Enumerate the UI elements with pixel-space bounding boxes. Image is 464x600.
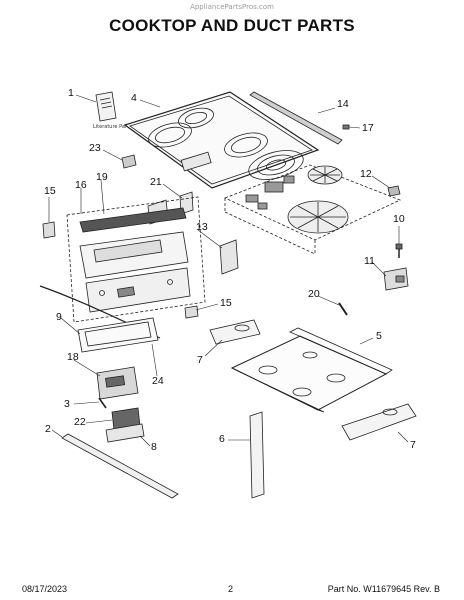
callout-11: 11	[364, 255, 375, 267]
module-18	[96, 366, 139, 400]
control-panel-assembly	[66, 196, 206, 323]
callout-15-right: 15	[220, 297, 232, 309]
footer-part-number: Part No. W11679645 Rev. B	[327, 584, 440, 594]
watermark: AppliancePartsPros.com	[190, 3, 274, 11]
callout-14: 14	[337, 98, 349, 110]
callout-21: 21	[150, 176, 162, 188]
frame-9	[77, 317, 159, 353]
trim-strip	[249, 91, 343, 145]
literature-label: Literature Parts	[93, 124, 132, 130]
cooktop-glass	[123, 91, 320, 189]
callout-19: 19	[96, 171, 108, 183]
page-title: COOKTOP AND DUCT PARTS	[109, 16, 355, 35]
screw-10	[395, 243, 403, 258]
cover-7-top	[209, 319, 261, 345]
bracket-12	[387, 185, 401, 197]
leader-lines	[48, 94, 409, 447]
bracket-11	[383, 267, 409, 291]
callout-12: 12	[360, 168, 372, 180]
pin-20	[338, 302, 348, 316]
callout-7-bottom: 7	[410, 439, 416, 451]
callout-5: 5	[376, 330, 382, 342]
callout-2: 2	[45, 423, 51, 435]
screw-3	[98, 397, 107, 409]
screw-17	[342, 124, 350, 130]
callout-8: 8	[151, 441, 157, 453]
callout-6: 6	[219, 433, 225, 445]
footer-page-number: 2	[228, 584, 234, 594]
callout-13: 13	[196, 221, 208, 233]
callout-24: 24	[152, 375, 164, 387]
clip-15-right	[184, 305, 199, 319]
literature-parts: Literature Parts	[93, 91, 132, 130]
callout-3: 3	[64, 398, 70, 410]
callout-9: 9	[56, 311, 62, 323]
channel-6	[249, 411, 265, 499]
callout-1: 1	[68, 87, 74, 99]
duct-assembly	[230, 327, 393, 413]
callout-10: 10	[393, 213, 405, 225]
callout-17: 17	[362, 122, 374, 134]
part-8	[105, 423, 145, 443]
callout-23: 23	[89, 142, 101, 154]
part-23	[121, 154, 137, 169]
callout-20: 20	[308, 288, 320, 300]
callout-16: 16	[75, 179, 87, 191]
callout-7-top: 7	[197, 354, 203, 366]
callout-22: 22	[74, 416, 86, 428]
cooktop-element-box	[223, 164, 402, 255]
clip-15-left	[42, 221, 56, 239]
callout-18: 18	[67, 351, 79, 363]
cover-7-bottom	[341, 403, 417, 441]
callout-15-left: 15	[44, 185, 56, 197]
callout-4: 4	[131, 92, 137, 104]
footer-date: 08/17/2023	[22, 584, 68, 594]
trim-2	[61, 433, 179, 499]
